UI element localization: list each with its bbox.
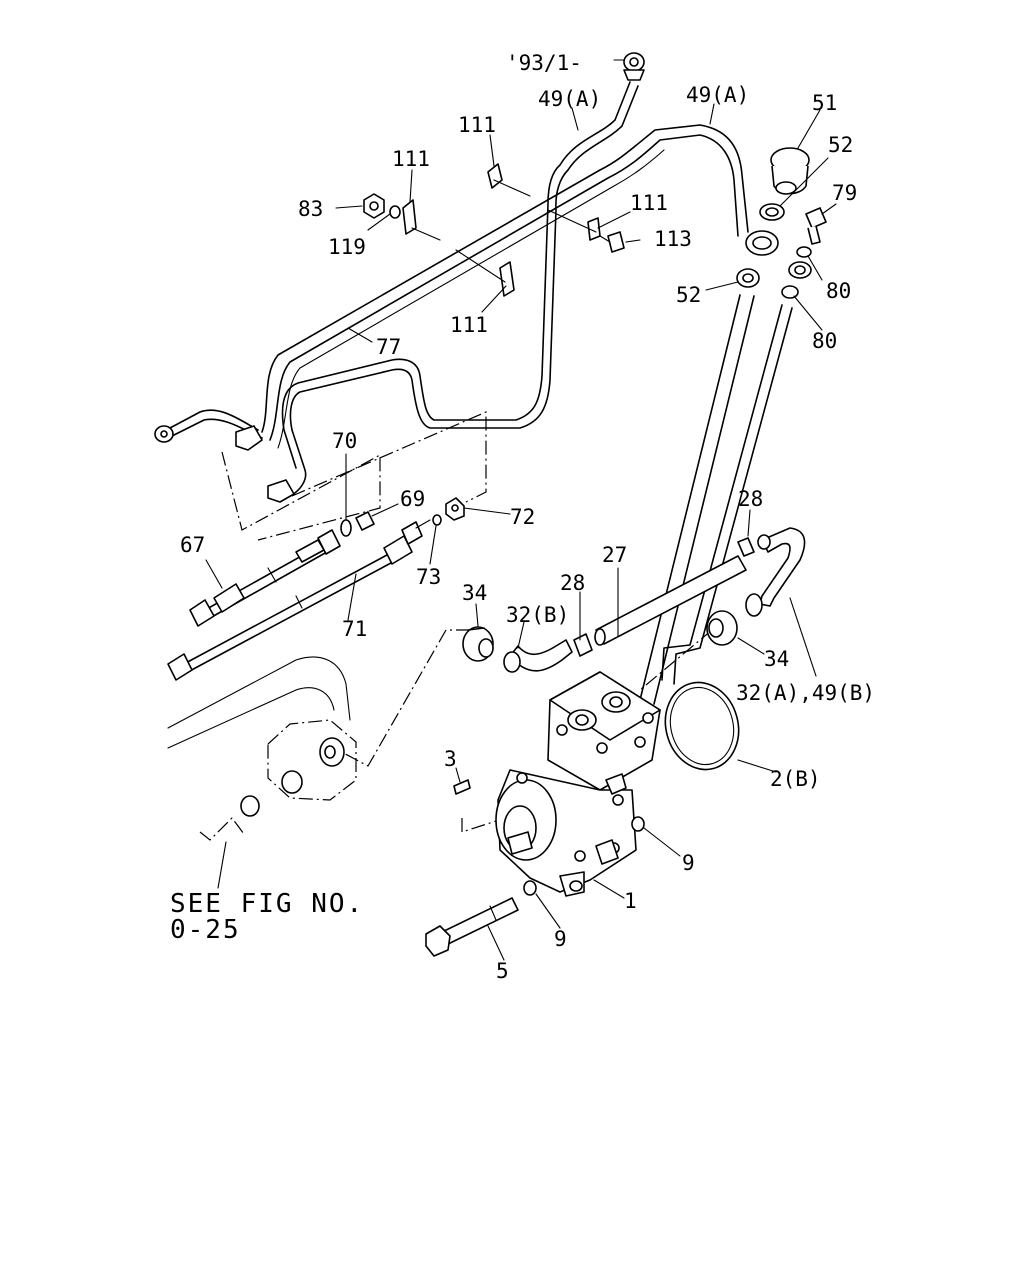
label-52-bottom: 52 (676, 283, 701, 307)
see-fig-line2: 0-25 (170, 915, 241, 945)
label-67: 67 (180, 533, 205, 557)
label-77: 77 (376, 335, 401, 359)
label-34-b: 34 (764, 647, 789, 671)
bolt-5 (425, 897, 519, 957)
label-9-b: 9 (554, 927, 567, 951)
label-5: 5 (496, 959, 509, 983)
label-3: 3 (444, 747, 457, 771)
callout-labels: '93/1- 49(A) 49(A) 51 52 111 111 111 111… (170, 51, 875, 983)
label-80-a: 80 (826, 279, 851, 303)
label-32b: 32(B) (506, 603, 569, 627)
label-27: 27 (602, 543, 627, 567)
label-119: 119 (328, 235, 366, 259)
label-28-b: 28 (560, 571, 585, 595)
injection-line-67 (189, 511, 375, 627)
label-72: 72 (510, 505, 535, 529)
o-ring-2b (664, 681, 740, 771)
label-83: 83 (298, 197, 323, 221)
hose-32b (503, 633, 593, 673)
label-111-d: 111 (450, 313, 488, 337)
see-fig-line1: SEE FIG NO. (170, 889, 364, 919)
label-70: 70 (332, 429, 357, 453)
label-111-b: 111 (392, 147, 430, 171)
label-69: 69 (400, 487, 425, 511)
label-28-a: 28 (738, 487, 763, 511)
label-1: 1 (624, 889, 637, 913)
hose-32a-49b (737, 527, 806, 617)
label-111-a: 111 (458, 113, 496, 137)
label-113: 113 (654, 227, 692, 251)
label-52-top: 52 (828, 133, 853, 157)
label-79: 79 (832, 181, 857, 205)
label-71: 71 (342, 617, 367, 641)
pump-hardware (453, 779, 645, 896)
injection-pump-1 (495, 671, 661, 897)
label-49a-1: 49(A) (538, 87, 601, 111)
label-2b: 2(B) (770, 767, 821, 791)
injection-line-71 (167, 497, 465, 681)
label-51: 51 (812, 91, 837, 115)
gaskets-34 (462, 610, 738, 662)
label-73: 73 (416, 565, 441, 589)
label-leaders (205, 59, 837, 961)
label-9-a: 9 (682, 851, 695, 875)
label-34-a: 34 (462, 581, 487, 605)
return-pipes (639, 294, 793, 705)
label-93: '93/1- (506, 51, 582, 75)
label-80-b: 80 (812, 329, 837, 353)
hose-27 (594, 555, 747, 646)
label-49a-2: 49(A) (686, 83, 749, 107)
label-32a-49b: 32(A),49(B) (736, 681, 875, 705)
pipe-assembly-77 (154, 52, 779, 503)
small-hardware (363, 147, 827, 299)
label-111-c: 111 (630, 191, 668, 215)
clamps-111 (402, 163, 601, 297)
leader-lines (221, 411, 713, 833)
engine-block-outline (167, 656, 357, 889)
